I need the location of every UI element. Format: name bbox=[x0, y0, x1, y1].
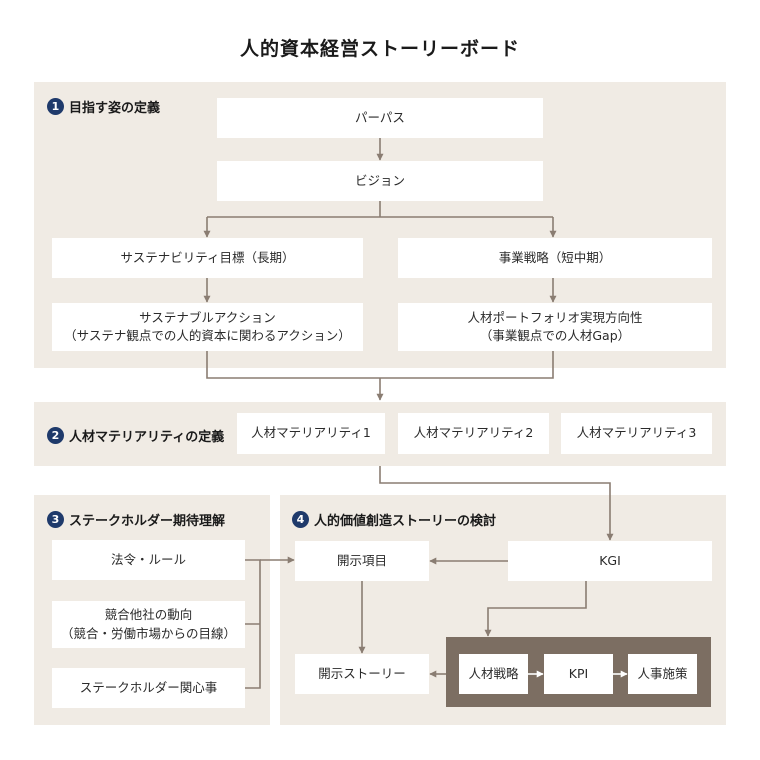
section-1-heading: 1 目指す姿の定義 bbox=[47, 97, 160, 116]
hr-measures-box: 人事施策 bbox=[628, 654, 697, 694]
stakeholder-interest-box: ステークホルダー関心事 bbox=[52, 668, 245, 708]
materiality-2-box: 人材マテリアリティ2 bbox=[398, 413, 549, 454]
kpi-box: KPI bbox=[544, 654, 613, 694]
disclosure-story-box: 開示ストーリー bbox=[295, 654, 429, 694]
page-title: 人的資本経営ストーリーボード bbox=[239, 38, 520, 60]
kgi-box: KGI bbox=[508, 541, 712, 581]
purpose-box: パーパス bbox=[217, 98, 543, 138]
section-3-label: ステークホルダー期待理解 bbox=[69, 514, 226, 529]
section-1-label: 目指す姿の定義 bbox=[69, 101, 161, 116]
section-3-heading: 3 ステークホルダー期待理解 bbox=[47, 510, 225, 529]
materiality-3-box: 人材マテリアリティ3 bbox=[561, 413, 712, 454]
section-1-number: 1 bbox=[47, 98, 64, 115]
hr-portfolio-box: 人材ポートフォリオ実現方向性 （事業観点での人材Gap） bbox=[398, 303, 712, 351]
hr-strategy-box: 人材戦略 bbox=[459, 654, 528, 694]
section-4-heading: 4 人的価値創造ストーリーの検討 bbox=[292, 510, 496, 529]
section-2-heading: 2 人材マテリアリティの定義 bbox=[47, 426, 224, 445]
law-rules-box: 法令・ルール bbox=[52, 540, 245, 580]
vision-box: ビジョン bbox=[217, 161, 543, 201]
competitor-trends-box: 競合他社の動向 （競合・労働市場からの目線） bbox=[52, 601, 245, 648]
sustainability-goal-box: サステナビリティ目標（長期） bbox=[52, 238, 363, 278]
section-4-number: 4 bbox=[292, 511, 309, 528]
materiality-1-box: 人材マテリアリティ1 bbox=[237, 413, 385, 454]
section-3-number: 3 bbox=[47, 511, 64, 528]
business-strategy-box: 事業戦略（短中期） bbox=[398, 238, 712, 278]
section-2-number: 2 bbox=[47, 427, 64, 444]
sustainable-action-box: サステナブルアクション （サステナ観点での人的資本に関わるアクション） bbox=[52, 303, 363, 351]
disclosure-items-box: 開示項目 bbox=[295, 541, 429, 581]
section-2-label: 人材マテリアリティの定義 bbox=[69, 430, 225, 445]
section-4-label: 人的価値創造ストーリーの検討 bbox=[314, 514, 497, 529]
